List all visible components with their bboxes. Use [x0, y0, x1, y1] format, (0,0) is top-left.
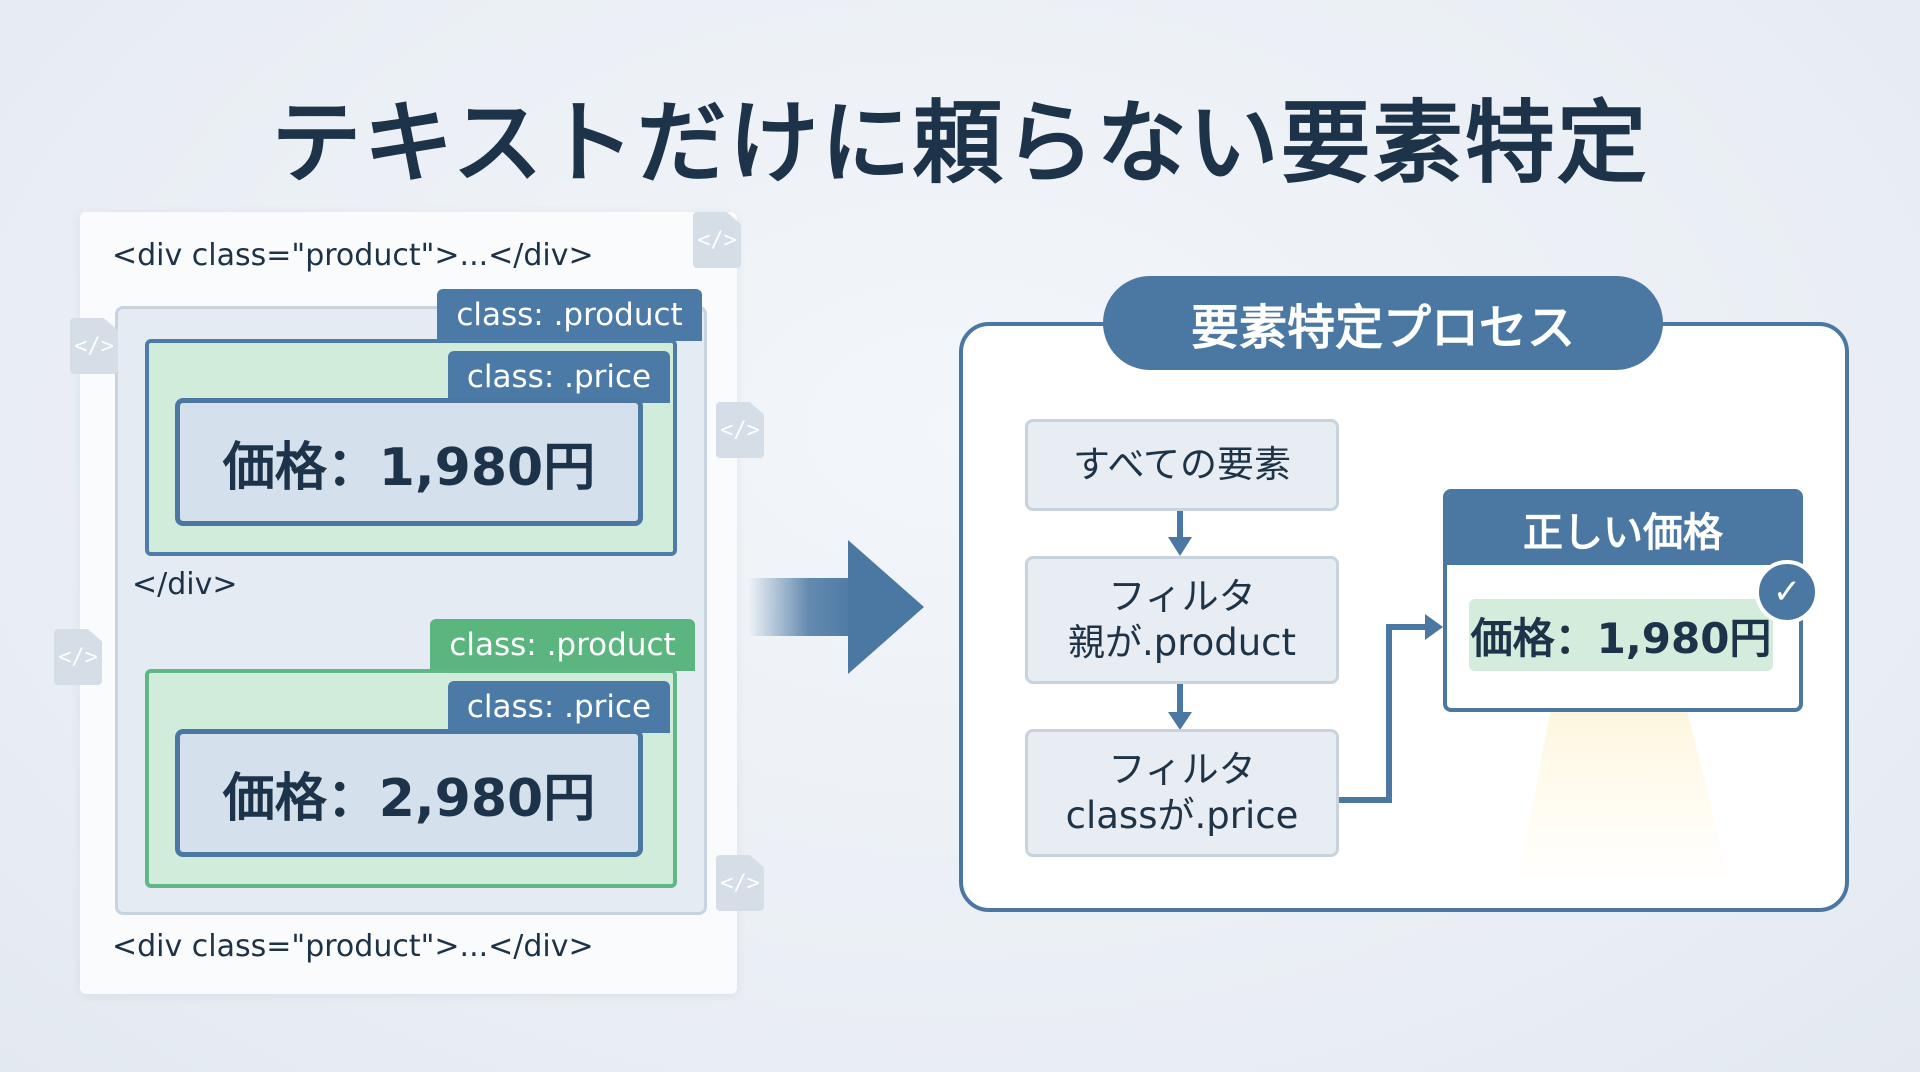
big-arrow-icon	[748, 540, 924, 674]
code-line-top: <div class="product">...</div>	[112, 238, 594, 273]
step-line1: フィルタ	[1108, 747, 1256, 791]
step-all-elements: すべての要素	[1025, 419, 1339, 511]
down-arrow-icon	[1168, 712, 1192, 730]
code-line-bottom: <div class="product">...</div>	[112, 929, 594, 964]
step-filter-parent: フィルタ 親が.product	[1025, 556, 1339, 684]
price-class-tag-1: class: .price	[448, 351, 670, 403]
product-class-tag-1: class: .product	[437, 289, 702, 341]
product-class-tag-2: class: .product	[430, 619, 695, 671]
step-line2: 親が.product	[1067, 621, 1297, 664]
code-file-icon: </>	[54, 629, 102, 685]
right-arrow-icon	[1425, 614, 1443, 640]
price-box-1: 価格：1,980円	[175, 398, 643, 526]
price-class-tag-2: class: .price	[448, 681, 670, 733]
page-title: テキストだけに頼らない要素特定	[271, 91, 1649, 196]
process-title: 要素特定プロセス	[1103, 276, 1663, 370]
result-header: 正しい価格	[1447, 493, 1799, 565]
result-card: 正しい価格 価格：1,980円	[1443, 489, 1803, 712]
step-line2: classが.price	[1065, 794, 1299, 837]
step-filter-class: フィルタ classが.price	[1025, 729, 1339, 857]
step-line1: フィルタ	[1108, 574, 1256, 618]
code-file-icon: </>	[716, 855, 764, 911]
step-line1: すべての要素	[1073, 442, 1291, 486]
code-line-close-div: </div>	[132, 567, 238, 602]
check-icon: ✓	[1755, 560, 1819, 624]
price-box-2: 価格：2,980円	[175, 729, 643, 857]
down-arrow-icon	[1168, 537, 1192, 556]
code-file-icon: </>	[70, 318, 118, 374]
code-file-icon: </>	[716, 402, 764, 458]
result-price: 価格：1,980円	[1469, 599, 1773, 671]
code-file-icon: </>	[693, 212, 741, 268]
